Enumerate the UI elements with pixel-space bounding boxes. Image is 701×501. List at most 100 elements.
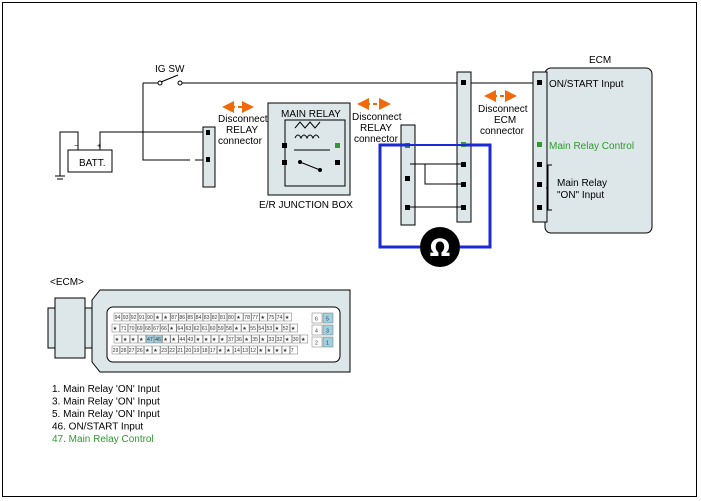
connector-pin-cell [200, 345, 209, 355]
connector-pin-cell [129, 334, 138, 344]
connector-pin-label: 37 [228, 337, 234, 343]
connector-pin-label: ★ [242, 326, 247, 332]
connector-pin-cell [186, 334, 195, 344]
connector-pin-label: ★ [204, 337, 209, 343]
connector-pin-label: ★ [226, 348, 231, 354]
connector-pin-label: ★ [169, 326, 174, 332]
connector-side-pin-cell [322, 336, 334, 348]
connector-pin-cell [127, 323, 136, 333]
connector-pin-label: 27 [129, 348, 135, 354]
connector-pin-cell [162, 312, 171, 322]
connector-pin-cell [146, 334, 155, 344]
connector-pin-label: 28 [121, 348, 127, 354]
connector-pin-label: 43 [188, 337, 194, 343]
connector-pin-cell [273, 323, 282, 333]
connector-pin-label: ★ [220, 337, 225, 343]
connector-pin-label: 87 [171, 315, 177, 321]
connector-pin-cell [162, 334, 171, 344]
connector-pin-cell [275, 312, 284, 322]
connector-pin-cell [168, 323, 177, 333]
connector-pin-cell [184, 323, 193, 333]
connector-pin-cell [210, 334, 219, 344]
connector-pin-label: 12 [250, 348, 256, 354]
connector-pin-label: 71 [121, 326, 127, 332]
connector-pin-cell [138, 312, 147, 322]
connector-pin-label: 32 [277, 337, 283, 343]
connector-pin-label: 44 [179, 337, 185, 343]
connector-pin-label: ★ [212, 337, 217, 343]
connector-pin-label: 7 [291, 348, 294, 354]
connector-pin-cell [257, 345, 266, 355]
wires [59, 82, 540, 172]
connector-pin-cell [265, 345, 274, 355]
connector-pin-cell [243, 312, 252, 322]
connector-pin-label: ★ [267, 348, 272, 354]
connector-pin-cell [178, 312, 187, 322]
connector-pin-label: 61 [202, 326, 208, 332]
connector-pin-cell [152, 323, 161, 333]
connector-pin-label: 55 [250, 326, 256, 332]
connector-pin-cell [194, 312, 203, 322]
connector-pin-cell [111, 345, 120, 355]
connector-pin-cell [170, 312, 179, 322]
connector-pin-cell [281, 345, 290, 355]
connector-pin-cell [192, 345, 201, 355]
ecm-title: ECM [589, 55, 611, 66]
connector-pin-cell [200, 323, 209, 333]
connector-pin-label: 90 [147, 315, 153, 321]
connector-pin-cell [154, 312, 163, 322]
connector-side-pin-label: 6 [315, 317, 318, 323]
connector-pin-cell [233, 323, 242, 333]
relay-connector-right [400, 124, 416, 226]
connector-pin-cell [241, 345, 250, 355]
connector-pin-label: 47 [147, 337, 153, 343]
connector-pin-cell [178, 334, 187, 344]
connector-pin-label: ★ [275, 326, 280, 332]
connector-pin-cell [281, 323, 290, 333]
connector-pin-cell [259, 312, 268, 322]
connector-pin-cell [184, 345, 193, 355]
connector-pin-label: 84 [196, 315, 202, 321]
connector-pin-label: 52 [283, 326, 289, 332]
connector-pin-cell [127, 345, 136, 355]
connector-pin-cell [168, 345, 177, 355]
connector-pin-cell [243, 334, 252, 344]
connector-pin-cell [129, 312, 138, 322]
connector-pin-label: ★ [244, 337, 249, 343]
connector-pin-label: 77 [252, 315, 258, 321]
legend-item: 47. Main Relay Control [52, 434, 154, 445]
connector-pin-label: 75 [269, 315, 275, 321]
connector-pin-label: 18 [202, 348, 208, 354]
connector-pin-cell [241, 323, 250, 333]
connector-pin-cell [186, 312, 195, 322]
connector-pin-cell [138, 334, 147, 344]
connector-pin-label: 85 [188, 315, 194, 321]
ecm-main-relay-control: Main Relay Control [549, 141, 634, 152]
connector-pin-label: 93 [123, 315, 129, 321]
connector-pin-label: ★ [131, 337, 136, 343]
connector-side-pin-label: 5 [326, 317, 329, 323]
connector-pin-cell [217, 323, 226, 333]
connector-pin-label: 23 [161, 348, 167, 354]
connector-pin-label: 83 [204, 315, 210, 321]
connector-side-pin-cell [311, 312, 323, 324]
svg-text:−: − [74, 143, 78, 150]
connector-pin-cell [289, 323, 298, 333]
connector-pin-label: 19 [194, 348, 200, 354]
connector-pin-label: 60 [210, 326, 216, 332]
connector-pin-label: 14 [234, 348, 240, 354]
connector-pin-label: ★ [139, 337, 144, 343]
connector-pin-cell [192, 323, 201, 333]
connector-pin-cell [170, 334, 179, 344]
connector-pin-cell [249, 323, 258, 333]
connector-pin-cell [121, 312, 130, 322]
main-relay-label: MAIN RELAY [281, 109, 341, 120]
connector-pin-cell [251, 334, 260, 344]
connector-pin-label: 21 [177, 348, 183, 354]
connector-pin-label: 26 [137, 348, 143, 354]
connector-pin-label: ★ [258, 348, 263, 354]
legend-item: 5. Main Relay 'ON' Input [52, 409, 160, 420]
svg-text:+: + [97, 143, 101, 150]
